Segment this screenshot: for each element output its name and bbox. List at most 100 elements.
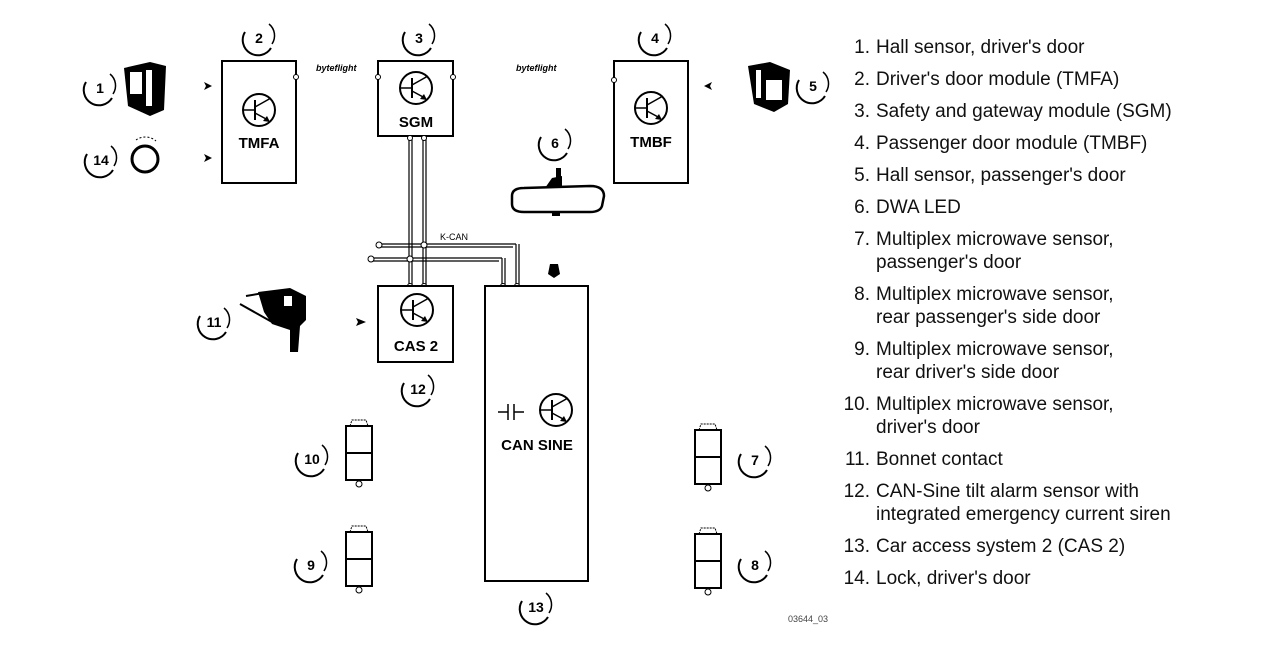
legend-item-number: 10. — [843, 394, 870, 415]
dwa-led-mirror-icon — [510, 168, 606, 216]
legend-item-text: Multiplex microwave sensor,rear passenge… — [876, 283, 1256, 329]
module-tmfa: TMFA — [221, 60, 299, 184]
legend-item-number: 12. — [843, 481, 870, 502]
legend-item-number: 3. — [854, 101, 870, 122]
legend-item-text: Car access system 2 (CAS 2) — [876, 535, 1256, 558]
callout-6: 6 — [537, 128, 572, 162]
svg-text:11: 11 — [207, 314, 222, 330]
legend-item-number: 4. — [854, 133, 870, 154]
legend-item: 3. Safety and gateway module (SGM) — [836, 100, 1256, 123]
callout-11: 11 — [196, 307, 231, 341]
legend-item-text: Hall sensor, driver's door — [876, 36, 1256, 59]
legend-item-line: Multiplex microwave sensor, — [876, 394, 1114, 415]
legend-item-text: Bonnet contact — [876, 448, 1256, 471]
module-cas2: CAS 2 — [377, 285, 454, 363]
kcan-bus-wiring — [370, 136, 520, 286]
legend-item-line: Lock, driver's door — [876, 568, 1031, 589]
svg-text:8: 8 — [751, 557, 759, 573]
callout-3: 3 — [401, 23, 436, 57]
hall-sensor-driver-icon — [124, 62, 166, 116]
legend-item-line: rear driver's side door — [876, 362, 1060, 383]
legend-item: 7.Multiplex microwave sensor,passenger's… — [836, 228, 1256, 274]
legend: 1. Hall sensor, driver's door 2. Driver's d… — [836, 36, 1256, 599]
svg-text:CAN SINE: CAN SINE — [501, 437, 573, 454]
microwave-sensor-7-icon — [694, 423, 722, 492]
legend-item: 14. Lock, driver's door — [836, 567, 1256, 590]
legend-item-line: Multiplex microwave sensor, — [876, 284, 1114, 305]
svg-text:12: 12 — [410, 381, 426, 397]
legend-item-number: 7. — [854, 229, 870, 250]
legend-item-text: DWA LED — [876, 196, 1256, 219]
callout-10: 10 — [294, 444, 329, 478]
svg-text:2: 2 — [255, 30, 263, 46]
svg-text:14: 14 — [93, 152, 109, 168]
callout-14: 14 — [83, 145, 118, 179]
microwave-sensor-8-icon — [694, 527, 722, 596]
legend-item: 4. Passenger door module (TMBF) — [836, 132, 1256, 155]
module-tmbf: TMBF — [611, 60, 689, 184]
svg-text:10: 10 — [304, 451, 320, 467]
svg-text:4: 4 — [651, 30, 659, 46]
kcan-label: K-CAN — [440, 232, 468, 242]
callout-8: 8 — [737, 550, 772, 584]
kcan-connectors — [367, 135, 520, 289]
legend-item-line: Driver's door module (TMFA) — [876, 69, 1120, 90]
legend-item-line: Multiplex microwave sensor, — [876, 229, 1114, 250]
legend-item: 10. Multiplex microwave sensor,driver's d… — [836, 393, 1256, 439]
legend-item-line: Car access system 2 (CAS 2) — [876, 536, 1126, 557]
legend-item-text: Driver's door module (TMFA) — [876, 68, 1256, 91]
bonnet-contact-icon — [239, 288, 306, 352]
legend-item-line: DWA LED — [876, 197, 961, 218]
legend-item-text: Hall sensor, passenger's door — [876, 164, 1256, 187]
signal-arrow-lock-14 — [204, 154, 212, 162]
svg-text:1: 1 — [96, 80, 104, 96]
byteflight-label-left: byteflight — [316, 63, 357, 73]
svg-text:TMBF: TMBF — [630, 134, 672, 151]
legend-item-line: integrated emergency current siren — [876, 504, 1171, 525]
legend-item-number: 14. — [843, 568, 870, 589]
legend-item-line: Safety and gateway module (SGM) — [876, 101, 1172, 122]
microwave-sensor-10-icon — [345, 419, 373, 488]
svg-text:TMFA: TMFA — [239, 135, 280, 152]
legend-item-line: Hall sensor, driver's door — [876, 37, 1085, 58]
legend-item-text: Multiplex microwave sensor,driver's door — [876, 393, 1256, 439]
svg-text:5: 5 — [809, 78, 817, 94]
legend-item-line: Passenger door module (TMBF) — [876, 133, 1148, 154]
figure-id: 03644_03 — [788, 614, 828, 624]
legend-item-line: Bonnet contact — [876, 449, 1003, 470]
legend-item: 5. Hall sensor, passenger's door — [836, 164, 1256, 187]
legend-item-text: Safety and gateway module (SGM) — [876, 100, 1256, 123]
module-sgm: SGM — [375, 60, 456, 137]
callout-9: 9 — [293, 550, 328, 584]
signal-arrow-hall-1 — [204, 82, 212, 90]
siren-symbol-icon — [548, 264, 560, 278]
legend-item-text: Lock, driver's door — [876, 567, 1256, 590]
callout-12: 12 — [400, 374, 435, 408]
byteflight-label-right: byteflight — [516, 63, 557, 73]
legend-item-text: Passenger door module (TMBF) — [876, 132, 1256, 155]
microwave-sensor-9-icon — [345, 525, 373, 594]
legend-item-text: Multiplex microwave sensor,rear driver's… — [876, 338, 1256, 384]
legend-item-number: 1. — [854, 37, 870, 58]
hall-sensor-passenger-icon — [748, 62, 790, 112]
svg-text:3: 3 — [415, 30, 423, 46]
legend-item-line: CAN-Sine tilt alarm sensor with — [876, 481, 1139, 502]
callout-4: 4 — [637, 23, 672, 57]
callout-1: 1 — [82, 73, 117, 107]
door-lock-icon — [130, 136, 160, 174]
legend-item-number: 5. — [854, 165, 870, 186]
legend-item-number: 2. — [854, 69, 870, 90]
svg-text:9: 9 — [307, 557, 315, 573]
signal-arrow-bonnet-11 — [356, 318, 366, 326]
svg-text:13: 13 — [528, 599, 544, 615]
callout-5: 5 — [795, 71, 830, 105]
legend-item-line: Multiplex microwave sensor, — [876, 339, 1114, 360]
legend-item: 8.Multiplex microwave sensor,rear passen… — [836, 283, 1256, 329]
legend-item: 1. Hall sensor, driver's door — [836, 36, 1256, 59]
svg-text:CAS 2: CAS 2 — [394, 338, 438, 355]
legend-item: 11.Bonnet contact — [836, 448, 1256, 471]
legend-item-number: 13. — [843, 536, 870, 557]
legend-item: 13. Car access system 2 (CAS 2) — [836, 535, 1256, 558]
